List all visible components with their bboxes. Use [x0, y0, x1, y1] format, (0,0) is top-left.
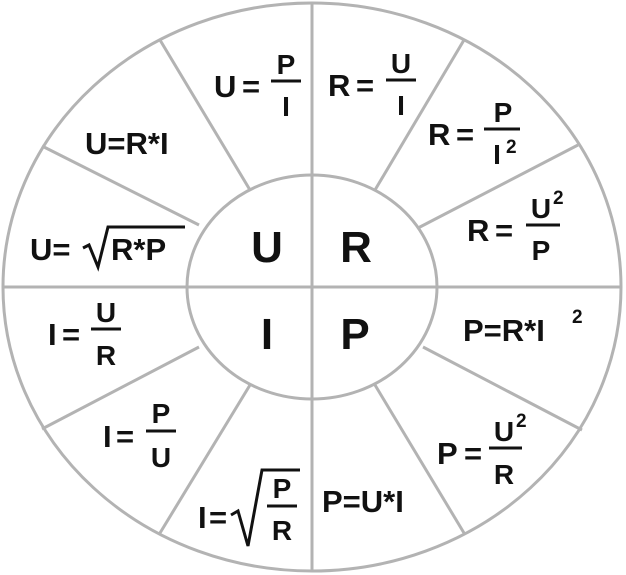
formula-lhs: I: [198, 500, 207, 535]
formula-numerator: U: [531, 193, 551, 224]
formula-r-from-u2-p: R = U 2 P: [467, 188, 564, 266]
formula-text: P=R*I: [463, 313, 545, 348]
formula-equals: =: [209, 500, 227, 535]
formula-lhs: R: [428, 117, 450, 152]
formula-text: U=R*I: [85, 126, 169, 161]
formula-exponent: 2: [553, 188, 564, 209]
formula-u-from-r-i: U=R*I: [85, 126, 169, 161]
formula-numerator: U: [494, 416, 514, 447]
formula-numerator: P: [494, 97, 513, 128]
formula-r-from-u-i: R = U I: [328, 48, 416, 121]
formula-lhs: I: [48, 317, 57, 352]
formula-u-from-sqrt-r-p: U= R*P: [30, 225, 185, 272]
formula-lhs: P: [437, 436, 458, 471]
spoke-1: [158, 39, 252, 191]
formula-exponent: 2: [506, 137, 517, 158]
spoke-2: [373, 39, 466, 191]
formula-equals: =: [464, 436, 482, 471]
formula-numerator: U: [96, 297, 116, 328]
spoke-7: [158, 384, 252, 534]
formula-equals: =: [242, 69, 260, 104]
center-letters: U R I P: [251, 223, 372, 359]
spoke-5: [41, 345, 200, 431]
formula-denominator: I: [282, 91, 290, 122]
formula-i-from-u-r: I = U R: [48, 297, 121, 371]
formula-denominator: R: [96, 340, 116, 371]
formula-equals: =: [62, 317, 80, 352]
radical-sign: [82, 225, 185, 272]
formula-numerator: P: [152, 398, 171, 429]
formula-exponent: 2: [572, 307, 583, 328]
formula-denominator: P: [532, 235, 551, 266]
formula-numerator: P: [273, 473, 292, 504]
radical-sign: [230, 468, 300, 547]
formula-i-from-p-u: I = P U: [103, 398, 176, 473]
formula-lhs: R: [467, 213, 489, 248]
formula-denominator: U: [151, 442, 171, 473]
formula-denominator: I: [397, 90, 405, 121]
formula-denominator: R: [272, 515, 292, 546]
spoke-6: [422, 345, 583, 432]
spoke-8: [373, 384, 466, 534]
formula-p-from-r-i2: P=R*I 2: [463, 307, 583, 348]
formula-equals: =: [356, 68, 374, 103]
center-letter-r: R: [340, 223, 372, 272]
center-letter-p: P: [340, 310, 369, 359]
formula-p-from-u-i: P=U*I: [322, 484, 404, 519]
center-letter-i: I: [261, 310, 273, 359]
formula-equals: =: [495, 213, 513, 248]
formula-denominator: I: [493, 139, 501, 170]
formula-denominator: R: [494, 459, 514, 490]
formula-p-from-u2-r: P = U 2 R: [437, 411, 527, 490]
formula-equals: =: [116, 419, 134, 454]
formula-lhs: I: [103, 419, 112, 454]
formula-numerator: U: [391, 48, 411, 79]
formula-i-from-sqrt-p-r: I = P R: [198, 468, 300, 547]
formula-equals: =: [456, 117, 474, 152]
center-letter-u: U: [251, 223, 283, 272]
spoke-4: [41, 144, 200, 227]
formula-r-from-p-i2: R = P I 2: [428, 97, 520, 170]
formula-radicand: R*P: [111, 232, 166, 267]
formula-text: P=U*I: [322, 484, 404, 519]
formula-numerator: P: [277, 49, 296, 80]
spoke-3: [417, 143, 579, 230]
formula-lhs: U: [214, 69, 236, 104]
formula-u-from-p-i: U = P I: [214, 49, 301, 122]
formula-lhs: U=: [30, 232, 71, 267]
formula-exponent: 2: [516, 411, 527, 432]
formula-lhs: R: [328, 68, 350, 103]
